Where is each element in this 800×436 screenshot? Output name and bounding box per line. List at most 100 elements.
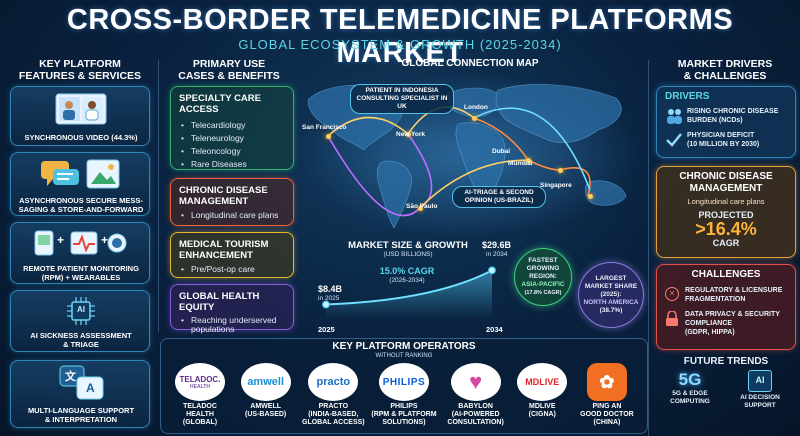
region-largest-line2: MARKET SHARE: [584, 283, 638, 290]
trend-ai-label-line1: AI DECISION: [740, 394, 780, 401]
operator-name-line3: (GLOBAL): [182, 419, 218, 426]
operator-name: PRACTO (INDIA-BASED, GLOBAL ACCESS): [302, 403, 365, 427]
operator-ping-an[interactable]: ✿ PING AN GOOD DOCTOR (CHINA): [574, 363, 640, 427]
city-dot: [326, 134, 331, 139]
city-dubai: Dubai: [492, 148, 511, 155]
market-trend-line: [325, 269, 493, 306]
usecase-chronic-card[interactable]: CHRONIC DISEASE MANAGEMENT Longitudinal …: [170, 178, 294, 226]
feature-label-language: MULTI-LANGUAGE SUPPORT & INTERPRETATION: [13, 406, 149, 424]
drivers-heading-line1: MARKET DRIVERS: [677, 58, 773, 70]
operator-name-line1: AMWELL: [250, 403, 281, 410]
features-heading-line1: KEY PLATFORM: [39, 58, 121, 70]
usecase-chronic-title: CHRONIC DISEASE MANAGEMENT: [179, 185, 285, 207]
map-heading: GLOBAL CONNECTION MAP: [401, 58, 539, 69]
market-end-value: $29.6B: [482, 240, 512, 250]
region-fastest-badge: FASTEST GROWING REGION: ASIA-PACIFIC (17…: [514, 248, 572, 306]
city-london: London: [464, 104, 488, 111]
operator-name: BABYLON (AI-POWERED CONSULTATION): [447, 403, 503, 427]
map-callout-us-brazil-line1: AI-TRIAGE & SECOND: [464, 189, 534, 196]
region-fastest-line1: FASTEST: [528, 257, 558, 264]
projected-chronic-title-line1: CHRONIC DISEASE: [679, 171, 773, 182]
people-icon: [667, 109, 682, 124]
operators-subheading: WITHOUT RANKING: [375, 353, 433, 359]
trend-5g-label-line1: 5G & EDGE: [672, 390, 708, 397]
feature-label-async-line2: SAGING & STORE-AND-FORWARD: [18, 205, 144, 214]
babylon-heart-icon: ♥: [450, 363, 501, 401]
challenges-label: CHALLENGES: [691, 269, 761, 280]
operator-name-line2: (INDIA-BASED,: [308, 411, 359, 418]
challenge-privacy-line3: (GDPR, HIPPA): [685, 329, 735, 336]
market-year-end: 2034: [486, 325, 503, 334]
feature-card-language[interactable]: 文 A MULTI-LANGUAGE SUPPORT & INTERPRETAT…: [10, 360, 150, 428]
challenge-regulatory-line1: REGULATORY & LICENSURE: [685, 287, 783, 294]
driver-chronic: RISING CHRONIC DISEASE BURDEN (NCDs): [687, 107, 778, 125]
operator-name-line1: TELADOC: [183, 403, 217, 410]
feature-label-ai: AI SICKNESS ASSESSMENT & TRIAGE: [13, 331, 149, 349]
usecase-chronic-title-line2: MANAGEMENT: [179, 196, 249, 207]
trend-5g-label-line2: COMPUTING: [670, 398, 710, 405]
usecase-specialty-card[interactable]: SPECIALTY CARE ACCESS Telecardiology Tel…: [170, 86, 294, 171]
drivers-card[interactable]: DRIVERS RISING CHRONIC DISEASE BURDEN (N…: [656, 86, 796, 158]
translate-glyph-source: 文: [65, 371, 76, 383]
feature-card-async[interactable]: ASYNCHRONOUS SECURE MESS- SAGING & STORE…: [10, 152, 150, 216]
drivers-heading-line2: & CHALLENGES: [683, 70, 767, 82]
feature-card-video[interactable]: SYNCHRONOUS VIDEO (44.3%): [10, 86, 150, 146]
city-dot: [406, 132, 411, 137]
market-data-point: [322, 300, 330, 309]
usecase-tourism-title: MEDICAL TOURISM ENHANCEMENT: [179, 239, 285, 261]
usecase-equity-item-line1: Reaching underserved: [191, 315, 277, 325]
teladoc-logo: TELADOC. HEALTH: [175, 363, 225, 401]
5g-icon: 5G: [678, 370, 702, 389]
usecase-tourism-title-line1: MEDICAL TOURISM: [179, 239, 269, 250]
operator-teladoc[interactable]: TELADOC. HEALTH TELADOC HEALTH (GLOBAL): [168, 363, 232, 427]
operator-name-line3: (CHINA): [593, 419, 621, 426]
operator-name-line1: PRACTO: [318, 403, 349, 410]
operator-name: MDLIVE (CIGNA): [529, 403, 556, 419]
operator-philips[interactable]: PHILIPS PHILIPS (RPM & PLATFORM SOLUTION…: [369, 363, 439, 427]
city-singapore: Singapore: [540, 182, 572, 189]
operators-list: TELADOC. HEALTH TELADOC HEALTH (GLOBAL) …: [168, 363, 640, 427]
driver-chronic-line2: BURDEN (NCDs): [687, 117, 743, 124]
check-icon: [666, 133, 682, 147]
operators-heading: KEY PLATFORM OPERATORS: [332, 341, 476, 352]
trend-ai[interactable]: AI AI DECISION SUPPORT: [728, 370, 792, 410]
city-mumbai: Mumbai: [508, 160, 533, 167]
feature-label-video: SYNCHRONOUS VIDEO (44.3%): [24, 133, 138, 142]
region-fastest-note: (17.8% CAGR): [524, 290, 562, 296]
operator-name-line2: (RPM & PLATFORM: [371, 411, 437, 418]
mdlive-logo: MDLIVE: [517, 363, 568, 401]
usecase-tourism-item: Pre/Post-op care: [179, 263, 285, 276]
trend-5g[interactable]: 5G 5G & EDGE COMPUTING: [660, 370, 720, 406]
usecase-specialty-title-line2: ACCESS: [179, 104, 219, 115]
operator-name: AMWELL (US-BASED): [245, 403, 286, 419]
operator-practo[interactable]: practo PRACTO (INDIA-BASED, GLOBAL ACCES…: [299, 363, 367, 427]
projected-value: >16.4%: [695, 219, 757, 239]
operator-name-line2: HEALTH: [186, 411, 214, 418]
operator-name-line2: (US-BASED): [245, 411, 287, 418]
operator-amwell[interactable]: amwell AMWELL (US-BASED): [234, 363, 298, 427]
lock-icon: [666, 311, 678, 326]
region-largest-note: (38.7%): [599, 307, 623, 314]
feature-card-ai[interactable]: AI AI SICKNESS ASSESSMENT & TRIAGE: [10, 290, 150, 352]
operator-mdlive[interactable]: MDLIVE MDLIVE (CIGNA): [512, 363, 572, 427]
driver-chronic-line1: RISING CHRONIC DISEASE: [687, 108, 779, 115]
operator-name-line2: (CIGNA): [528, 411, 556, 418]
operator-name: TELADOC HEALTH (GLOBAL): [183, 403, 217, 427]
city-dot: [526, 158, 531, 163]
feature-card-rpm[interactable]: + + REMOTE PATIENT MONITORING (RPM) + WE…: [10, 222, 150, 284]
feature-label-rpm-line1: REMOTE PATIENT MONITORING: [23, 264, 139, 273]
driver-physician: PHYSICIAN DEFICIT (10 MILLION BY 2030): [687, 131, 759, 149]
challenges-card[interactable]: CHALLENGES × REGULATORY & LICENSURE FRAG…: [656, 264, 796, 350]
drivers-label: DRIVERS: [665, 91, 710, 102]
page-subtitle: GLOBAL ECOSYSTEM & GROWTH (2025-2034): [238, 37, 562, 52]
market-area-fill: [326, 270, 492, 318]
projected-label: PROJECTED: [698, 210, 754, 220]
projected-card[interactable]: CHRONIC DISEASE MANAGEMENT Longitudinal …: [656, 166, 796, 258]
usecase-equity-card[interactable]: GLOBAL HEALTH EQUITY Reaching underserve…: [170, 284, 294, 334]
ai-chip-label: AI: [77, 305, 85, 314]
usecase-equity-title: GLOBAL HEALTH EQUITY: [179, 291, 260, 313]
region-largest-badge: LARGEST MARKET SHARE (2025): NORTH AMERI…: [578, 262, 644, 328]
operator-name-line1: PHILIPS: [390, 403, 418, 410]
operator-babylon[interactable]: ♥ BABYLON (AI-POWERED CONSULTATION): [441, 363, 511, 427]
usecase-tourism-card[interactable]: MEDICAL TOURISM ENHANCEMENT Pre/Post-op …: [170, 232, 294, 278]
